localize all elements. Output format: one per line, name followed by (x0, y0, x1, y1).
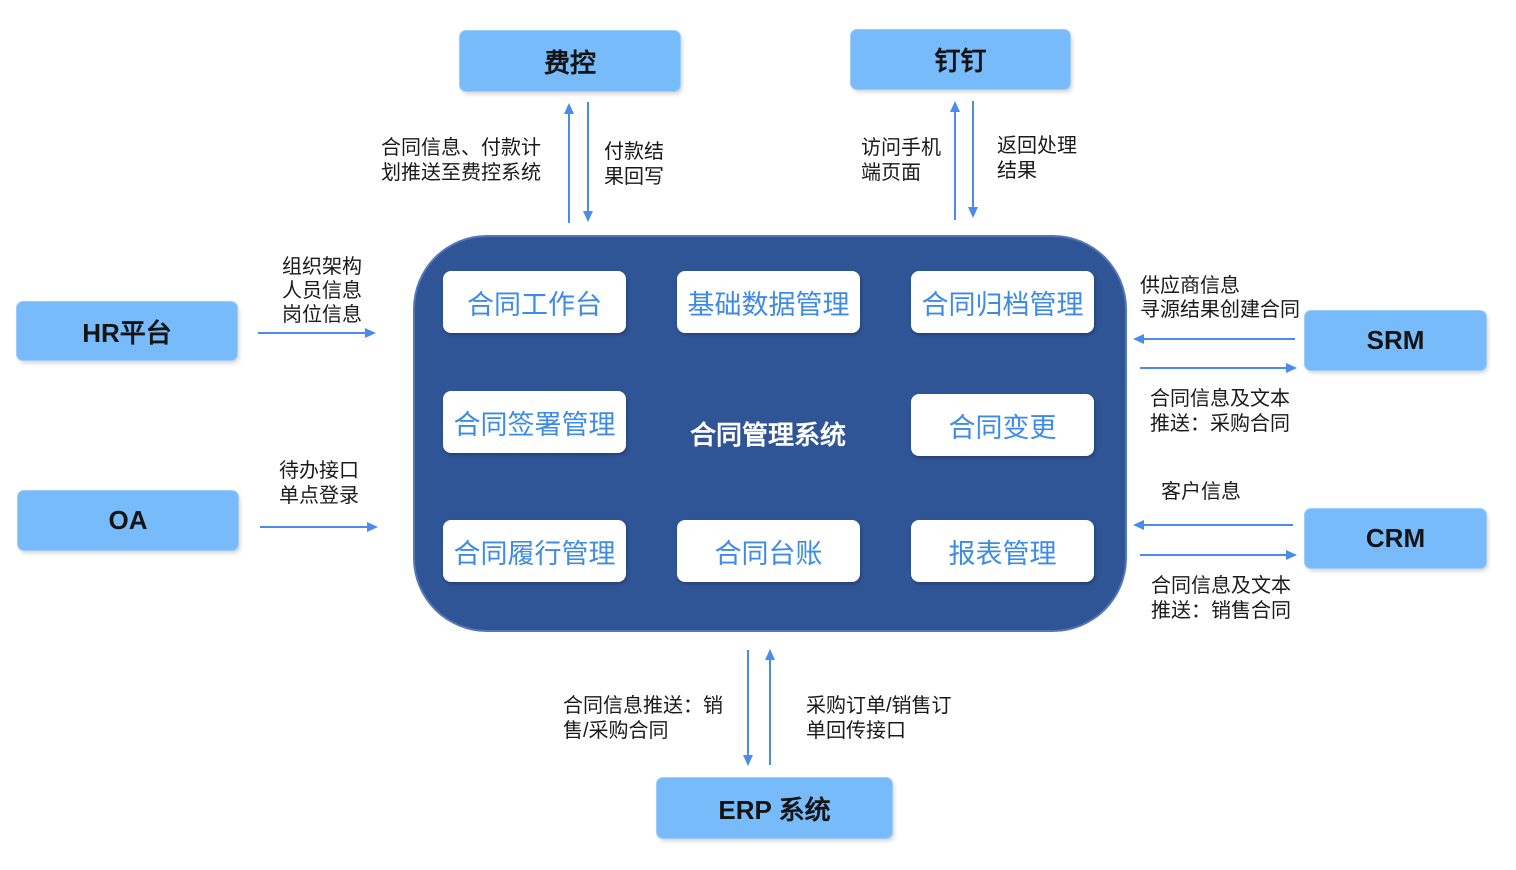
edge-label-line: 合同信息推送：销 (563, 695, 723, 717)
module-master-data: 基础数据管理 (677, 271, 860, 333)
edge-label-line: 待办接口 (279, 460, 359, 482)
system-fk: 费控 (460, 31, 680, 91)
module-change: 合同变更 (911, 394, 1094, 456)
erp-down-arrow (743, 650, 753, 766)
module-reports: 报表管理 (911, 520, 1094, 582)
hr-arrow (258, 328, 376, 338)
fk-down-arrow (583, 102, 593, 222)
edge-label-dd-up: 访问手机 端页面 (861, 136, 941, 186)
core-title: 合同管理系统 (689, 420, 846, 450)
edge-label-line: 返回处理 (997, 135, 1077, 157)
edge-label-crm-out: 合同信息及文本 推送：销售合同 (1151, 574, 1291, 624)
edge-label-line: 寻源结果创建合同 (1140, 299, 1300, 321)
edge-label-line: 访问手机 (861, 137, 941, 159)
edge-label-oa: 待办接口 单点登录 (279, 459, 359, 509)
edge-label-line: 推送：采购合同 (1150, 413, 1290, 435)
edge-label-line: 客户信息 (1161, 481, 1241, 503)
edge-label-line: 售/采购合同 (563, 720, 669, 742)
edge-label-line: 合同信息及文本 (1151, 575, 1291, 597)
module-archive: 合同归档管理 (911, 271, 1094, 333)
edge-label-line: 合同信息、付款计 (381, 137, 541, 159)
oa-arrow (260, 522, 378, 532)
edge-label-srm-in: 供应商信息 寻源结果创建合同 (1140, 274, 1300, 322)
srm-in-arrow (1133, 334, 1295, 344)
edge-label-line: 结果 (997, 160, 1037, 182)
crm-in-arrow (1133, 520, 1293, 530)
edge-label-erp-up: 采购订单/销售订 单回传接口 (806, 694, 952, 744)
system-hr: HR平台 (17, 302, 237, 360)
edge-label-line: 单回传接口 (806, 720, 906, 742)
edge-label-line: 付款结 (604, 141, 664, 163)
edge-label-line: 划推送至费控系统 (381, 162, 541, 184)
system-dingtalk: 钉钉 (851, 30, 1070, 89)
fk-up-arrow (564, 103, 574, 223)
edge-label-line: 果回写 (604, 166, 664, 188)
module-ledger: 合同台账 (677, 520, 860, 582)
edge-label-line: 组织架构 (282, 256, 362, 278)
contract-management-system: 合同工作台 基础数据管理 合同归档管理 合同签署管理 合同变更 合同履行管理 合… (415, 237, 1125, 630)
edge-label-line: 端页面 (861, 162, 921, 184)
edge-label-hr: 组织架构 人员信息 岗位信息 (282, 255, 362, 327)
dd-down-arrow (968, 101, 978, 218)
edge-label-line: 采购订单/销售订 (806, 695, 952, 717)
erp-up-arrow (765, 649, 775, 765)
crm-out-arrow (1140, 550, 1297, 560)
edge-label-fk-down: 付款结 果回写 (604, 140, 664, 190)
module-fulfillment: 合同履行管理 (443, 520, 626, 582)
system-srm: SRM (1305, 311, 1486, 370)
edge-label-dd-down: 返回处理 结果 (997, 134, 1077, 184)
edge-label-srm-out: 合同信息及文本 推送：采购合同 (1150, 387, 1290, 437)
system-oa: OA (18, 491, 238, 550)
system-crm: CRM (1305, 509, 1486, 568)
edge-label-erp-down: 合同信息推送：销 售/采购合同 (563, 694, 723, 744)
edge-label-line: 岗位信息 (282, 304, 362, 326)
system-erp: ERP 系统 (657, 778, 892, 838)
dd-up-arrow (950, 101, 960, 220)
edge-label-line: 单点登录 (279, 485, 359, 507)
edge-label-line: 推送：销售合同 (1151, 600, 1291, 622)
module-workbench: 合同工作台 (443, 271, 626, 333)
srm-out-arrow (1140, 363, 1297, 373)
module-signing: 合同签署管理 (443, 391, 626, 453)
edge-label-fk-up: 合同信息、付款计 划推送至费控系统 (381, 136, 541, 186)
edge-label-line: 供应商信息 (1140, 275, 1240, 297)
edge-label-crm-in: 客户信息 (1161, 480, 1241, 505)
edge-label-line: 合同信息及文本 (1150, 388, 1290, 410)
edge-label-line: 人员信息 (282, 280, 362, 302)
